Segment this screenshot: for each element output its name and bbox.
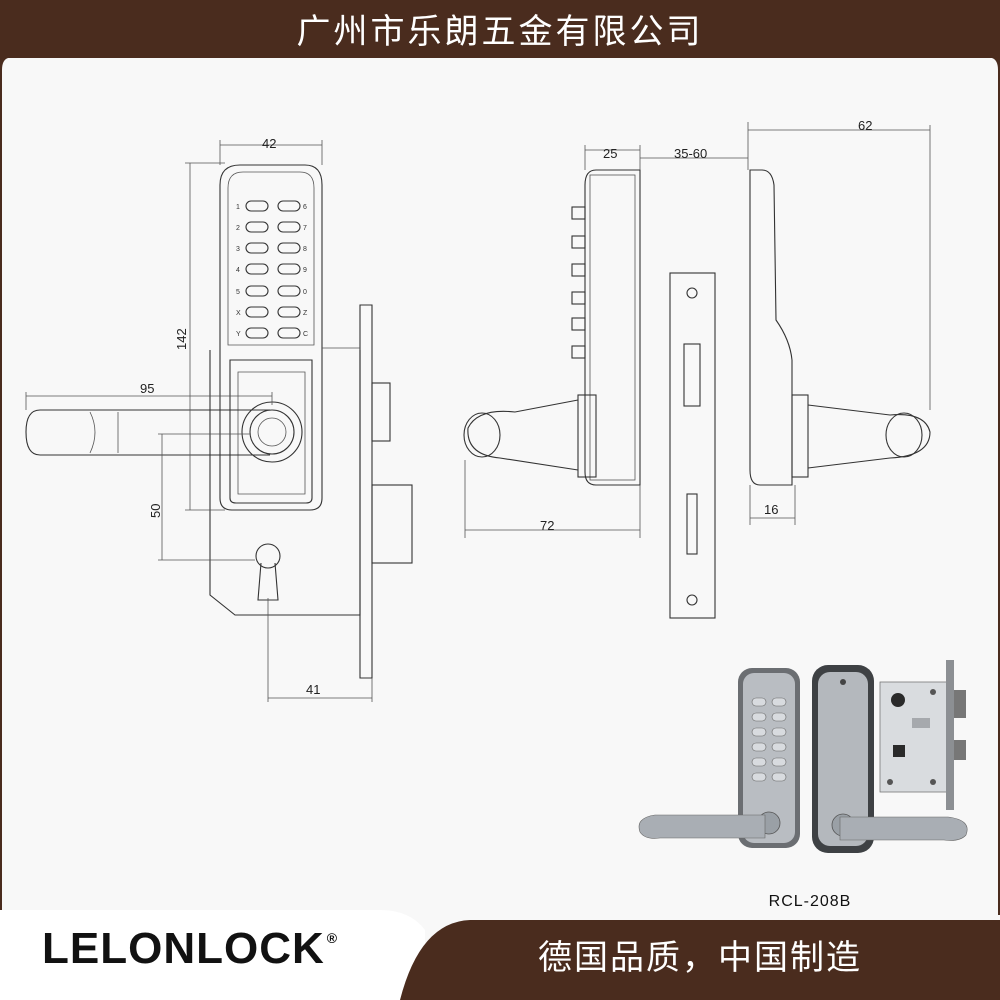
dimension-35-60: 35-60 [674, 146, 707, 161]
dimension-62: 62 [858, 118, 872, 133]
side-view-inner [747, 122, 931, 525]
side-view-outer [463, 140, 749, 538]
key-label: C [303, 331, 308, 338]
key-label: 6 [303, 204, 307, 211]
model-number: RCL-208B [768, 893, 852, 910]
bottom-banner-right [400, 920, 1000, 1000]
dimension-50: 50 [148, 504, 163, 518]
key-label: 1 [236, 204, 240, 211]
slogan: 德国品质，中国制造 [538, 938, 862, 978]
key-label: 4 [236, 267, 240, 274]
key-label: 9 [303, 267, 307, 274]
brand-name: LELONLOCK [42, 924, 325, 973]
top-banner [0, 0, 1000, 58]
company-title: 广州市乐朗五金有限公司 [296, 11, 704, 52]
brand-logo: LELONLOCK® [42, 924, 338, 974]
key-label: X [236, 310, 241, 317]
dimension-42: 42 [262, 136, 276, 151]
bottom-banner [0, 910, 425, 1000]
key-label: 7 [303, 225, 307, 232]
key-label: Z [303, 310, 308, 317]
product-photo [638, 660, 968, 853]
keypad-buttons [245, 200, 301, 339]
key-label: 0 [303, 289, 307, 296]
face-plate [669, 272, 716, 619]
key-label: 3 [236, 246, 240, 253]
dimension-25: 25 [603, 146, 617, 161]
dimension-142: 142 [174, 328, 189, 350]
key-label: 5 [236, 289, 240, 296]
front-view: 1 2 3 4 5 X Y 6 7 8 9 0 Z C [25, 140, 413, 702]
trademark-symbol: ® [326, 930, 339, 946]
key-label: 8 [303, 246, 307, 253]
dimension-72: 72 [540, 518, 554, 533]
right-side-bar [992, 58, 1000, 915]
dimension-41: 41 [306, 682, 320, 697]
key-label: 2 [236, 225, 240, 232]
left-side-bar [0, 58, 8, 915]
dimension-95: 95 [140, 381, 154, 396]
dimension-16: 16 [764, 502, 778, 517]
key-label: Y [236, 331, 241, 338]
